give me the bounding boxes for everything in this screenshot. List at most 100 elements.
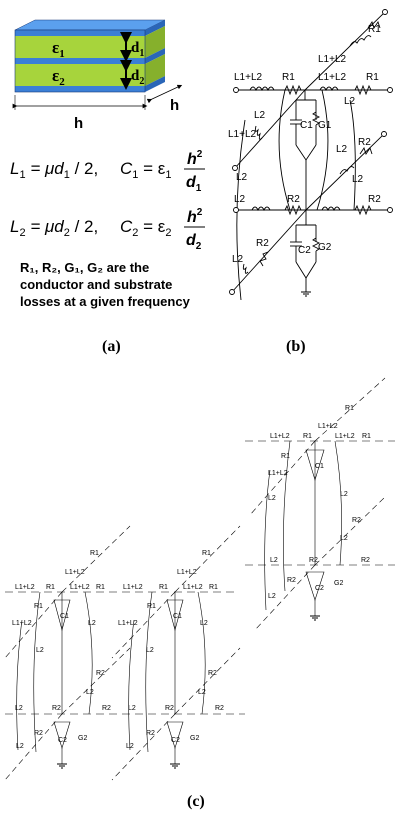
caption-c: (c) — [187, 793, 205, 810]
svg-text:L2: L2 — [146, 647, 154, 654]
svg-text:L2: L2 — [15, 705, 23, 712]
h-bottom-label: h — [74, 115, 83, 132]
resistor-r2-right — [354, 204, 372, 216]
panel-b-labels: R1 L1+L2 L1+L2 R1 L1+L2 R1 L2 C1 G1 L1+L… — [228, 24, 381, 265]
svg-text:R2: R2 — [215, 705, 224, 712]
svg-text:G2: G2 — [318, 242, 332, 253]
svg-text:L2: L2 — [236, 172, 248, 183]
svg-text:L2: L2 — [200, 620, 208, 627]
svg-text:L1+L2: L1+L2 — [123, 584, 143, 591]
svg-text:R1: R1 — [96, 584, 105, 591]
svg-text:L1+L2: L1+L2 — [12, 620, 32, 627]
svg-text:C1: C1 — [300, 120, 313, 131]
svg-text:L1+L2: L1+L2 — [177, 569, 197, 576]
svg-text:R2: R2 — [34, 730, 43, 737]
svg-text:C2: C2 — [298, 245, 311, 256]
svg-text:C2: C2 — [58, 737, 67, 744]
svg-text:R2: R2 — [96, 670, 105, 677]
svg-text:L1+L2: L1+L2 — [318, 72, 347, 83]
svg-text:R2: R2 — [165, 705, 174, 712]
h-side-label: h — [170, 97, 179, 114]
svg-text:R1: R1 — [345, 405, 354, 412]
resistor-r1-right — [354, 84, 372, 96]
svg-text:R2: R2 — [358, 137, 371, 148]
svg-text:C1: C1 — [173, 613, 182, 620]
svg-text:L2: L2 — [16, 743, 24, 750]
layer-stack — [14, 19, 166, 93]
svg-text:R1: R1 — [281, 453, 290, 460]
panel-c-unit-cell — [245, 377, 395, 631]
svg-text:R1: R1 — [159, 584, 168, 591]
equation-2: L2 = μd2 / 2, C2 = ε2 h2 d2 — [10, 207, 205, 252]
losses-note: R₁, R₂, G₁, G₂ are the conductor and sub… — [20, 260, 191, 309]
svg-text:R2: R2 — [52, 705, 61, 712]
svg-text:R1: R1 — [368, 24, 381, 35]
svg-text:L2: L2 — [340, 491, 348, 498]
eps1-label: ε1 — [52, 38, 65, 60]
svg-text:L2: L2 — [254, 110, 266, 121]
caption-a: (a) — [102, 338, 121, 355]
svg-text:C1: C1 — [60, 613, 69, 620]
svg-text:R1: R1 — [362, 433, 371, 440]
svg-text:G2: G2 — [334, 580, 343, 587]
svg-text:R2: R2 — [146, 730, 155, 737]
svg-text:L1+L2: L1+L2 — [318, 54, 347, 65]
svg-text:R1: R1 — [34, 603, 43, 610]
svg-text:R1: R1 — [202, 550, 211, 557]
inductor-l1l2-left — [249, 86, 275, 92]
svg-text:L2: L2 — [198, 689, 206, 696]
panel-a: ε1 ε2 d1 d2 h h L1 = μd1 / 2, C1 = ε1 h2… — [10, 19, 205, 355]
svg-text:L2: L2 — [126, 743, 134, 750]
svg-text:L2: L2 — [268, 495, 276, 502]
svg-text:L1+L2: L1+L2 — [335, 433, 355, 440]
svg-text:d1: d1 — [186, 174, 202, 194]
svg-text:C1: C1 — [315, 463, 324, 470]
d1-label: d1 — [131, 40, 144, 59]
svg-text:L2: L2 — [340, 535, 348, 542]
svg-text:C2: C2 — [171, 737, 180, 744]
svg-text:L1+L2: L1+L2 — [228, 129, 257, 140]
svg-text:R1: R1 — [147, 603, 156, 610]
svg-text:L1+L2: L1+L2 — [15, 584, 35, 591]
svg-text:R2: R2 — [287, 577, 296, 584]
h-side-dim — [146, 84, 183, 104]
svg-text:R1: R1 — [366, 72, 379, 83]
svg-text:R1: R1 — [303, 433, 312, 440]
svg-text:losses at a given frequency: losses at a given frequency — [20, 294, 191, 309]
svg-text:C2 = ε2: C2 = ε2 — [120, 217, 171, 239]
resistor-r2-left — [284, 204, 302, 216]
svg-text:L1+L2: L1+L2 — [65, 569, 85, 576]
svg-text:L1+L2: L1+L2 — [118, 620, 138, 627]
inductor-l1l2-right — [319, 86, 339, 92]
svg-text:R2: R2 — [208, 670, 217, 677]
svg-text:R1: R1 — [209, 584, 218, 591]
svg-text:L1+L2: L1+L2 — [234, 72, 263, 83]
svg-text:L2: L2 — [88, 620, 96, 627]
svg-text:L2: L2 — [336, 144, 348, 155]
panel-b — [229, 9, 393, 301]
svg-text:L2 = μd2 / 2,: L2 = μd2 / 2, — [10, 217, 98, 239]
svg-text:R2: R2 — [368, 194, 381, 205]
panel-c-array-labels: R1 L1+L2 L1+L2 R1 L1+L2 R1 R1 C1 L1+L2 L… — [12, 550, 224, 750]
svg-text:R2: R2 — [309, 557, 318, 564]
svg-text:L2: L2 — [352, 174, 364, 185]
svg-text:L1+L2: L1+L2 — [183, 584, 203, 591]
svg-text:L2: L2 — [270, 557, 278, 564]
equation-1: L1 = μd1 / 2, C1 = ε1 h2 d1 — [10, 149, 205, 194]
caption-b: (b) — [286, 338, 306, 355]
svg-text:G1: G1 — [318, 120, 332, 131]
svg-text:R₁, R₂, G₁, G₂ are the: R₁, R₂, G₁, G₂ are the — [20, 260, 149, 275]
svg-text:L1+L2: L1+L2 — [270, 433, 290, 440]
svg-text:L1 = μd1 / 2,: L1 = μd1 / 2, — [10, 159, 98, 181]
svg-text:R2: R2 — [102, 705, 111, 712]
resistor-r1-left — [284, 84, 302, 96]
svg-text:conductor and substrate: conductor and substrate — [20, 277, 172, 292]
svg-text:L2: L2 — [232, 254, 244, 265]
svg-text:R2: R2 — [361, 557, 370, 564]
svg-text:L2: L2 — [234, 194, 246, 205]
svg-text:R1: R1 — [90, 550, 99, 557]
eps2-label: ε2 — [52, 66, 65, 88]
svg-text:C2: C2 — [315, 585, 324, 592]
d2-label: d2 — [131, 68, 144, 87]
